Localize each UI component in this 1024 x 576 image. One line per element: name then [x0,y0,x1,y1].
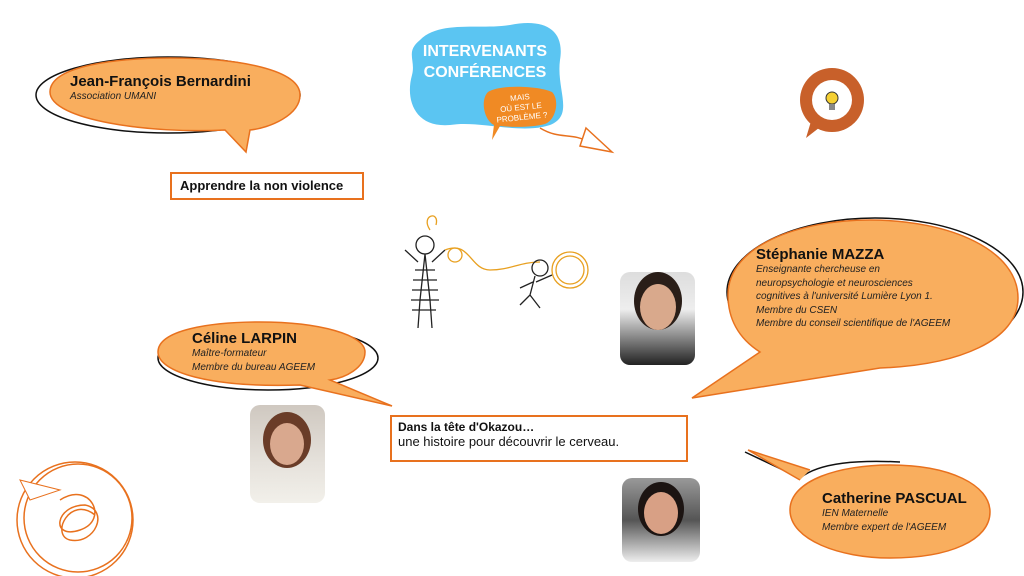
speaker-role: Membre du conseil scientifique de l'AGEE… [756,318,951,329]
speech-bubble-catherine [744,449,991,559]
speaker-role: Membre expert de l'AGEEM [822,521,947,533]
speaker-name: Céline LARPIN [192,330,298,347]
speaker-name: Jean-François Bernardini [70,73,251,90]
photo-catherine [622,478,700,562]
speaker-jean: Jean-François Bernardini Association UMA… [70,73,251,104]
speech-bubble-jean [35,56,301,154]
photo-celine [250,405,325,503]
title-line-2: CONFÉRENCES [423,64,547,81]
speaker-role: neuropsychologie et neurosciences [756,277,913,289]
speaker-stephanie: Stéphanie MAZZA Enseignante chercheuse e… [756,246,950,331]
paper-plane-icon [579,126,615,154]
speaker-catherine: Catherine PASCUAL IEN Maternelle Membre … [822,490,967,534]
paper-plane-icon-2 [19,479,62,501]
okazou-illustration [404,215,589,329]
speaker-role: Enseignante chercheuse en [756,264,880,275]
speaker-role: cognitives à l'université Lumière Lyon 1… [756,291,933,302]
speaker-role: Association UMANI [70,91,157,102]
speaker-role: IEN Maternelle [822,508,889,519]
okazou-subtitle: une histoire pour découvrir le cerveau. [398,434,620,449]
title-line-1: INTERVENANTS [422,43,548,60]
speech-bubble-celine [157,321,393,407]
scribble-icon [16,461,134,576]
lightbulb-icon [800,68,864,138]
speaker-role: Membre du CSEN [756,304,838,316]
question-bubble [483,86,557,140]
photo-stephanie [620,272,695,365]
speaker-role: Maître-formateur [192,348,267,359]
title: INTERVENANTS CONFÉRENCES [415,41,555,83]
topic-box: Apprendre la non violence [170,172,364,200]
speaker-role: Membre du bureau AGEEM [192,361,316,373]
okazou-box: Dans la tête d'Okazou… une histoire pour… [390,415,688,462]
speaker-name: Catherine PASCUAL [822,490,967,507]
okazou-title: Dans la tête d'Okazou… [398,420,535,434]
speaker-celine: Céline LARPIN Maître-formateur Membre du… [192,330,315,374]
speaker-name: Stéphanie MAZZA [756,246,885,263]
speech-bubble-stephanie [691,217,1024,399]
